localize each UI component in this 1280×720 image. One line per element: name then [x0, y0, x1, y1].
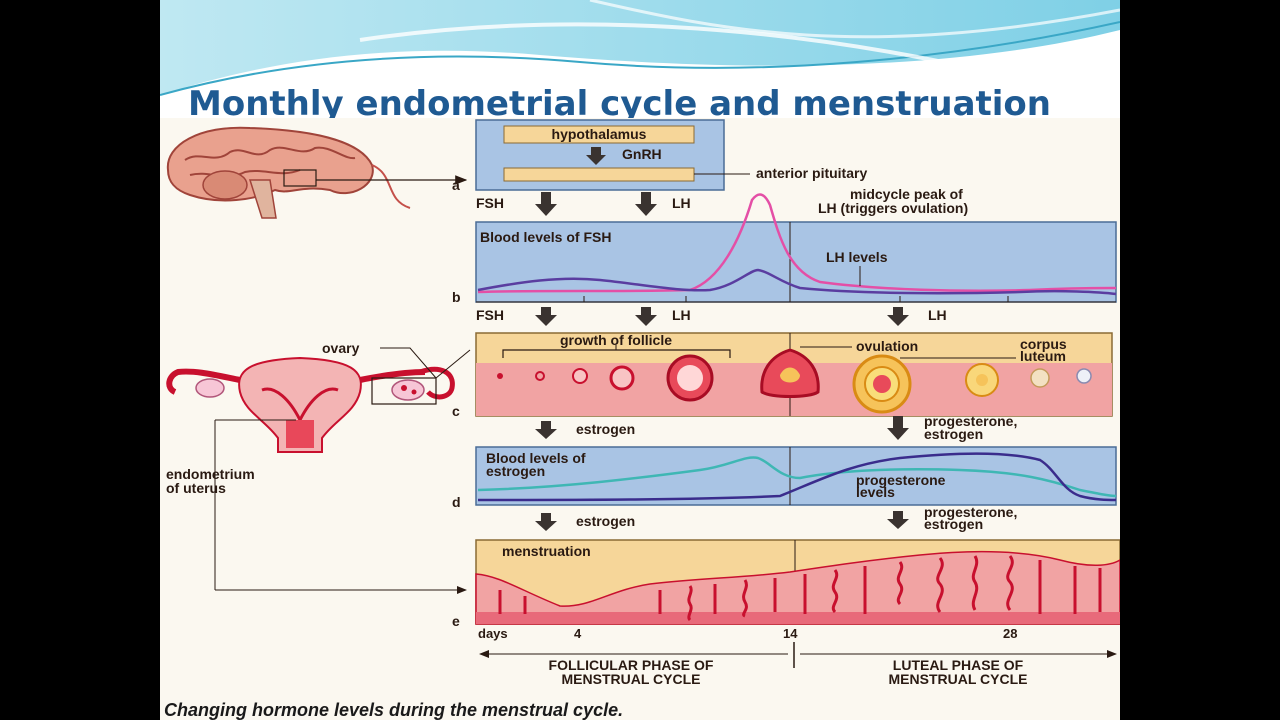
panel-letter-b: b	[452, 289, 461, 305]
figure-caption: Changing hormone levels during the menst…	[164, 700, 623, 720]
slide-header-waves	[160, 0, 1120, 96]
prog-estrogen-1-line2: estrogen	[924, 426, 983, 442]
fsh-lh-arrows-row1: FSH LH midcycle peak of LH (triggers ovu…	[476, 186, 968, 216]
days-label: days	[478, 626, 508, 641]
uterus-illustration: ovary endometrium of uterus	[166, 340, 471, 594]
estrogen-curve	[477, 456, 1117, 498]
panel-e-endometrium: menstruation e	[452, 539, 1120, 629]
midcycle-peak-line2: LH (triggers ovulation)	[818, 200, 968, 216]
lh-label-2: LH	[672, 307, 691, 323]
follicular-phase-line1: FOLLICULAR PHASE OF	[549, 657, 714, 673]
endometrium-label-line2: of uterus	[166, 480, 226, 496]
panel-letter-c: c	[452, 403, 460, 419]
estrogen-label-1: estrogen	[576, 421, 635, 437]
menstrual-cycle-figure: hypothalamus GnRH anterior pituitary a F…	[160, 118, 1120, 720]
corpus-label: corpus	[1020, 336, 1067, 352]
progesterone-curve	[477, 452, 1117, 502]
progesterone-levels-line1: progesterone	[856, 472, 946, 488]
luteum-label: luteum	[1020, 348, 1066, 364]
lh-label-1: LH	[672, 195, 691, 211]
panel-letter-e: e	[452, 613, 460, 629]
ovulation-label: ovulation	[856, 338, 918, 354]
fsh-label-2: FSH	[476, 307, 504, 323]
lh-curve	[477, 193, 1117, 294]
slide-title: Monthly endometrial cycle and menstruati…	[188, 84, 1051, 120]
panel-letter-a: a	[452, 177, 460, 193]
endometrium-label-line1: endometrium	[166, 466, 255, 482]
panel-a: hypothalamus GnRH anterior pituitary a	[452, 119, 867, 193]
day-axis: days 4 14 28 FOLLICULAR PHASE OF MENSTRU…	[478, 626, 1117, 687]
panel-d-hormone-graph: Blood levels of estrogen progesterone le…	[452, 446, 1117, 510]
day-tick-28: 28	[1003, 626, 1017, 641]
panel-letter-d: d	[452, 494, 461, 510]
lh-levels-label: LH levels	[826, 249, 888, 265]
estrogen-arrows-row3: estrogen progesterone, estrogen	[535, 413, 1017, 442]
slide: Monthly endometrial cycle and menstruati…	[160, 0, 1120, 720]
follicular-phase-line2: MENSTRUAL CYCLE	[562, 671, 701, 687]
prog-estrogen-1-line1: progesterone,	[924, 413, 1017, 429]
estrogen-arrows-row4: estrogen progesterone, estrogen	[535, 504, 1017, 532]
prog-estrogen-2-line1: progesterone,	[924, 504, 1017, 520]
blood-estrogen-line1: Blood levels of	[486, 450, 586, 466]
menstruation-label: menstruation	[502, 543, 591, 559]
fsh-curve	[477, 268, 1117, 296]
day-tick-14: 14	[783, 626, 798, 641]
growth-of-follicle-label: growth of follicle	[560, 332, 672, 348]
panel-b-hormone-graph: Blood levels of FSH LH levels b	[452, 193, 1117, 305]
day-tick-4: 4	[574, 626, 582, 641]
luteal-phase-line1: LUTEAL PHASE OF	[893, 657, 1024, 673]
lh-label-3: LH	[928, 307, 947, 323]
panel-c-follicles: growth of follicle ovulation	[452, 332, 1113, 419]
progesterone-levels-line2: levels	[856, 484, 895, 500]
ovary-label: ovary	[322, 340, 360, 356]
midcycle-peak-line1: midcycle peak of	[850, 186, 963, 202]
anterior-pituitary-label: anterior pituitary	[756, 165, 867, 181]
hypothalamus-label: hypothalamus	[552, 126, 647, 142]
estrogen-label-2: estrogen	[576, 513, 635, 529]
prog-estrogen-2-line2: estrogen	[924, 516, 983, 532]
blood-estrogen-line2: estrogen	[486, 463, 545, 479]
brain-illustration	[166, 126, 468, 219]
blood-fsh-label: Blood levels of FSH	[480, 229, 611, 245]
fsh-lh-arrows-row2: FSH LH LH	[476, 307, 947, 326]
gnrh-label: GnRH	[622, 146, 662, 162]
fsh-label-1: FSH	[476, 195, 504, 211]
luteal-phase-line2: MENSTRUAL CYCLE	[889, 671, 1028, 687]
